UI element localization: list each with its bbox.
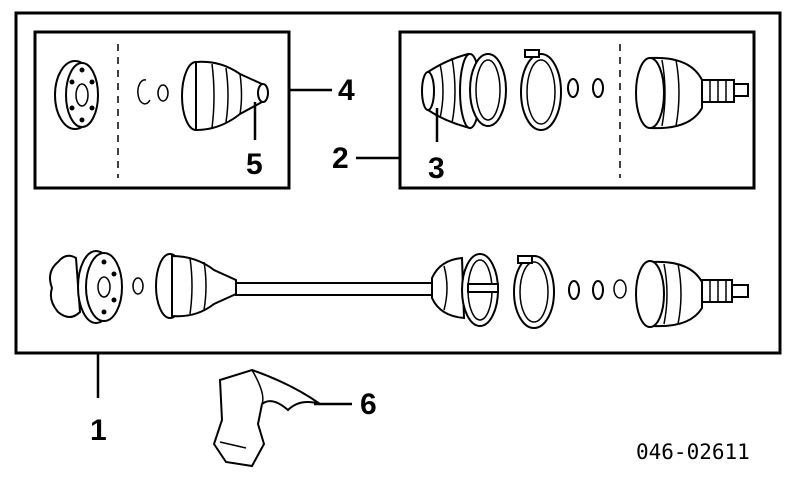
outer-boot-clamp-part — [469, 49, 562, 131]
outer-circlip-part — [567, 78, 604, 98]
axle-outer-clamp-part — [513, 255, 555, 329]
inner-joint-kit-frame — [33, 30, 291, 190]
axle-inner-cv-joint-part — [77, 250, 123, 324]
axle-inner-washer-part — [132, 277, 144, 295]
callout-1: 1 — [90, 414, 107, 447]
inner-circlip-part — [137, 79, 169, 105]
heat-shield-part — [212, 368, 321, 468]
inner-cv-boot-part — [181, 60, 269, 132]
outer-joint-kit-frame — [398, 30, 756, 190]
axle-outer-circlips-part — [568, 279, 627, 300]
axle-outer-boot-part — [431, 253, 499, 327]
axle-inner-boot-part — [155, 253, 237, 319]
axle-outer-cv-joint-part — [635, 260, 749, 328]
outer-cv-joint-part — [635, 56, 749, 130]
callout-6: 6 — [360, 388, 377, 421]
callout-5: 5 — [246, 148, 263, 181]
callout-3: 3 — [428, 152, 445, 185]
callout-2: 2 — [332, 142, 349, 175]
inner-cv-joint-part — [54, 60, 99, 130]
callout-4: 4 — [338, 74, 355, 107]
main-assembly-frame — [14, 11, 782, 355]
diagram-code: 046-02611 — [636, 440, 750, 464]
axle-flange-gasket-part — [49, 254, 82, 318]
axle-shaft-part — [235, 282, 433, 296]
